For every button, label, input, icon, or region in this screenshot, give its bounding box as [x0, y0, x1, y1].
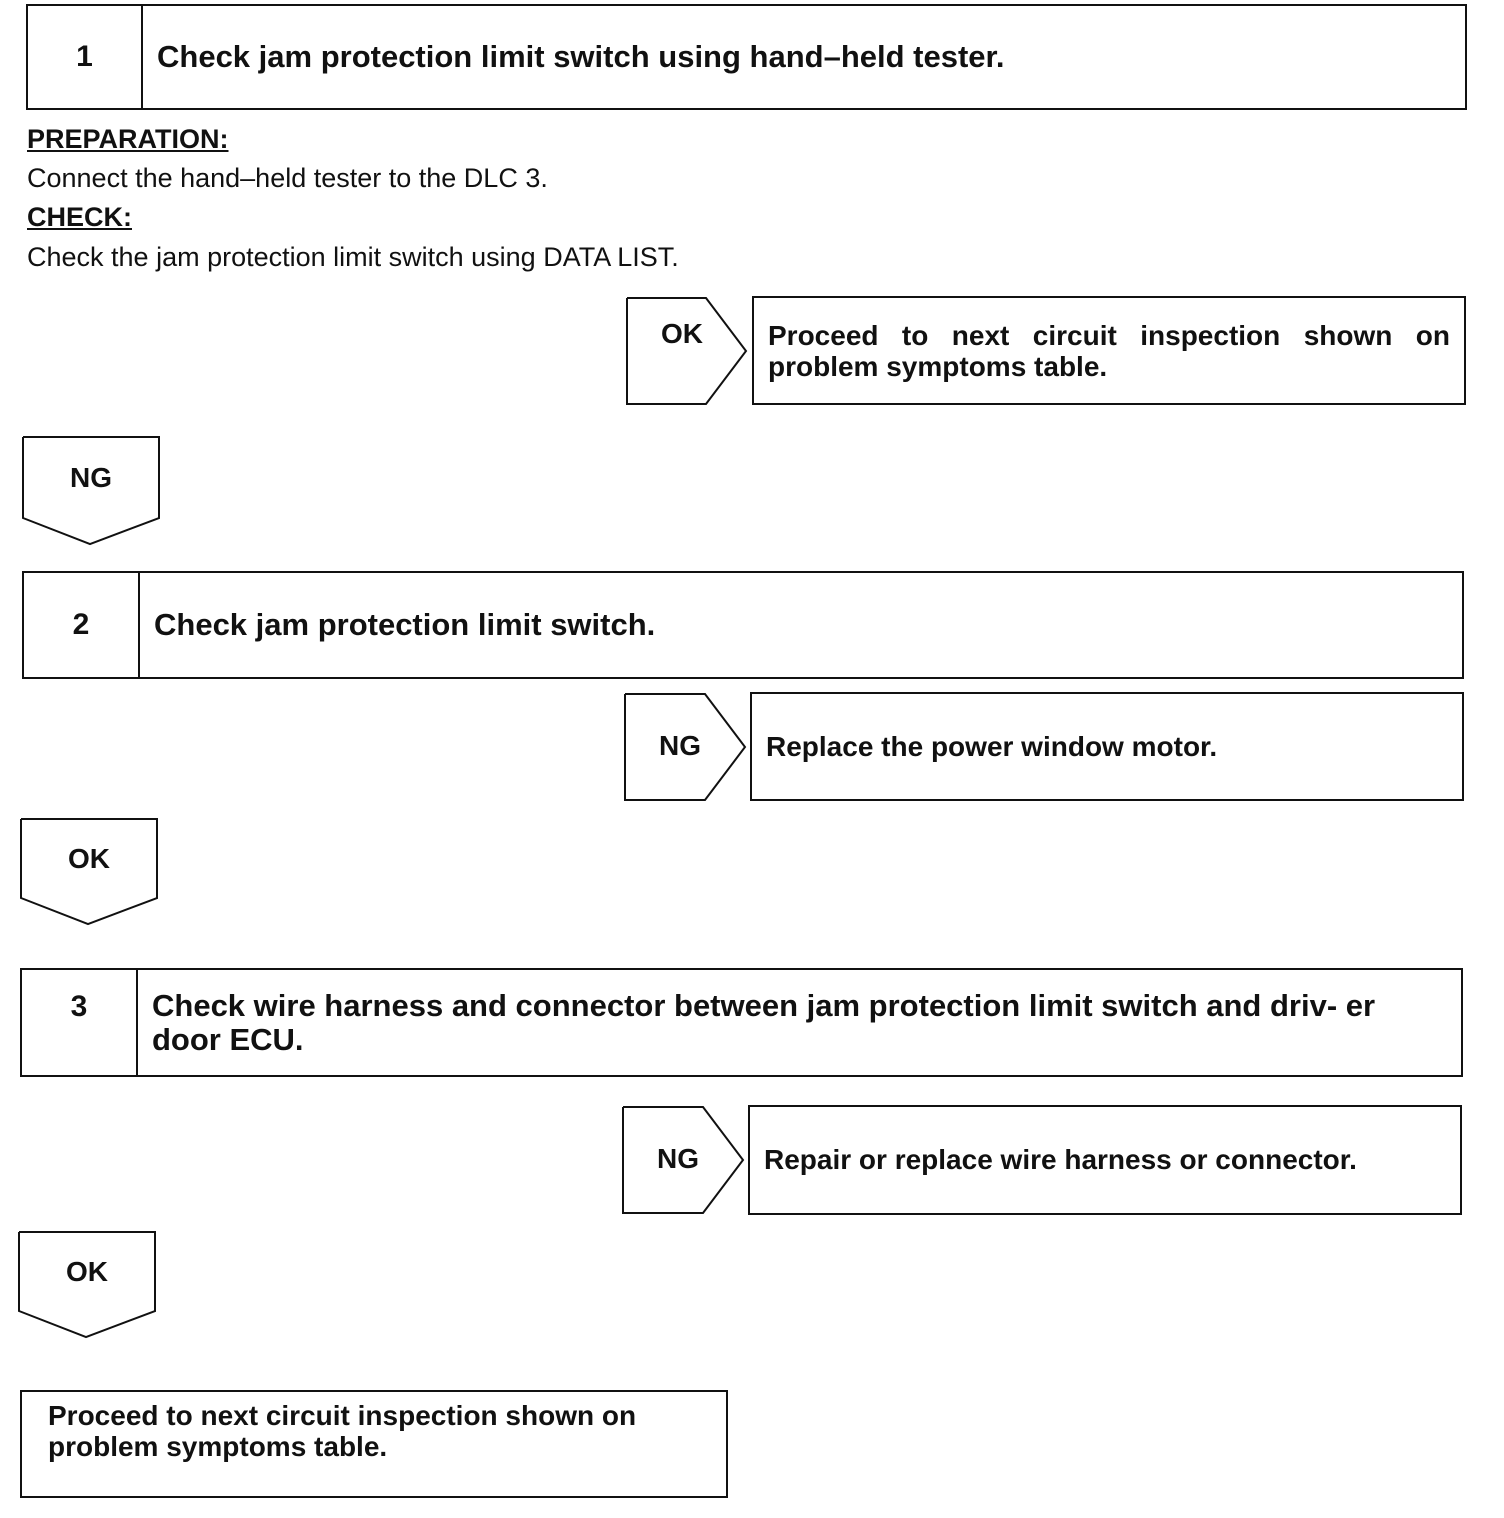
step-3-ng-label: NG — [657, 1143, 699, 1174]
step-1-ng-label: NG — [70, 462, 112, 493]
final-result-box: Proceed to next circuit inspection shown… — [20, 1390, 728, 1498]
step-1-ok-result-box: Proceed to next circuit inspection shown… — [752, 296, 1466, 405]
right-arrow-tag-shape — [626, 297, 748, 405]
step-2-ng-label: NG — [659, 730, 701, 761]
step-2-number: 2 — [24, 573, 140, 677]
down-arrow-tag-shape — [20, 818, 158, 926]
step-1-box: 1 Check jam protection limit switch usin… — [26, 4, 1467, 110]
step-2-ng-arrow-tag: NG — [624, 693, 748, 802]
down-arrow-tag-shape — [18, 1231, 156, 1339]
step-2-box: 2 Check jam protection limit switch. — [22, 571, 1464, 679]
step-2-ok-label: OK — [68, 843, 110, 874]
step-2-ok-down-tag: OK — [20, 818, 160, 928]
step-2-title: Check jam protection limit switch. — [154, 607, 656, 642]
step-1-ok-arrow-tag: OK — [626, 297, 748, 406]
step-3-title: Check wire harness and connector between… — [152, 987, 1376, 1057]
right-arrow-tag-shape — [624, 693, 747, 801]
down-arrow-tag-shape — [22, 436, 160, 546]
step-1-number: 1 — [28, 6, 143, 108]
preparation-text: Connect the hand–held tester to the DLC … — [27, 163, 548, 193]
step-3-number-text: 3 — [70, 990, 88, 1023]
step-3-number: 3 — [22, 970, 138, 1075]
check-text: Check the jam protection limit switch us… — [27, 242, 679, 272]
step-3-ng-result-box: Repair or replace wire harness or connec… — [748, 1105, 1462, 1215]
step-1-title: Check jam protection limit switch using … — [157, 39, 1005, 74]
step-3-ok-label: OK — [66, 1256, 108, 1287]
check-heading: CHECK: — [27, 202, 132, 232]
step-3-box: 3 Check wire harness and connector betwe… — [20, 968, 1463, 1077]
step-2-ng-result-box: Replace the power window motor. — [750, 692, 1464, 801]
right-arrow-tag-shape — [622, 1106, 745, 1214]
step-3-ok-down-tag: OK — [18, 1231, 158, 1341]
step-1-ng-down-tag: NG — [22, 436, 162, 548]
step-1-ok-label: OK — [661, 318, 703, 349]
step-3-ng-arrow-tag: NG — [622, 1106, 746, 1215]
preparation-heading: PREPARATION: — [27, 124, 229, 154]
